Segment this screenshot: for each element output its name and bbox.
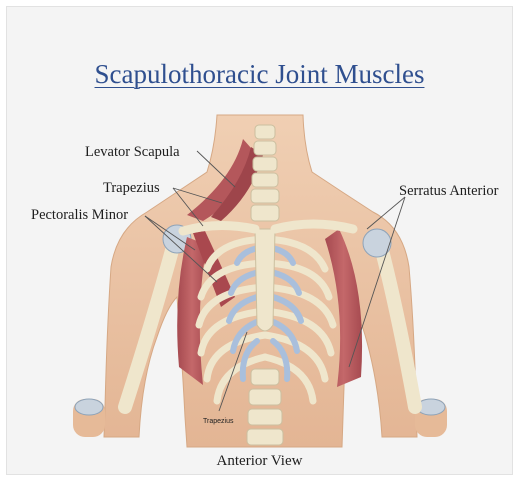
label-trapezius-small: Trapezius <box>203 418 233 425</box>
label-serratus-anterior: Serratus Anterior <box>399 184 498 199</box>
page-title: Scapulothoracic Joint Muscles <box>7 59 512 90</box>
left-clavicle <box>275 224 353 229</box>
label-trapezius: Trapezius <box>103 181 160 196</box>
sternum <box>255 229 275 331</box>
right-wrist-bones <box>75 399 103 415</box>
slide: Scapulothoracic Joint Muscles Levator Sc… <box>6 6 513 475</box>
figure-caption: Anterior View <box>7 454 512 469</box>
label-levator-scapula: Levator Scapula <box>85 145 180 160</box>
label-pectoralis-minor: Pectoralis Minor <box>31 208 128 223</box>
